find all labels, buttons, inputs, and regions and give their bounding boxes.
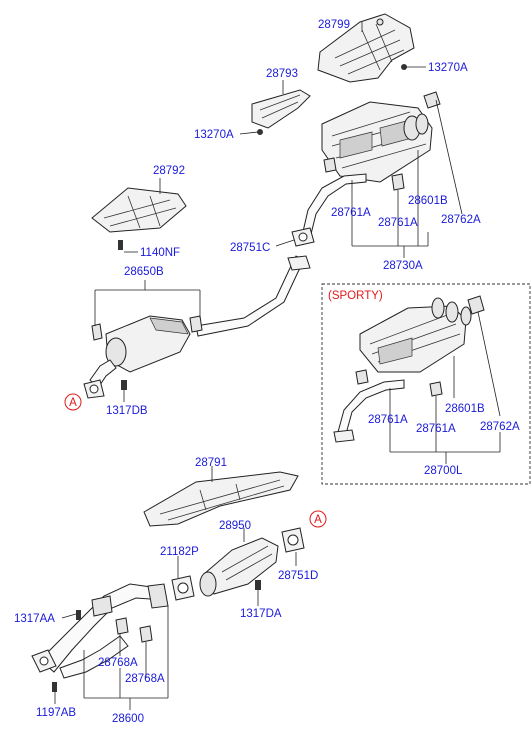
center-muffler-28650B [105,315,191,373]
label-28601B-main: 28601B [408,195,448,207]
sporty-pipe [337,379,405,435]
nut-1317DB [121,380,127,390]
hanger-28768A-left [115,617,129,635]
label-21182P: 21182P [160,546,199,558]
heat-shield-28793 [251,89,311,129]
hanger-sporty-28762A [467,295,485,315]
bolt-1317AA [76,610,81,620]
label-28792: 28792 [153,165,185,177]
label-28762A-main: 28762A [441,214,481,226]
tail-pipe-front [301,173,367,239]
front-pipe-28600 [31,583,169,679]
hanger-sporty-right [429,381,443,397]
reference-marker-a-upper-text: A [69,397,77,409]
label-28650B: 28650B [124,266,164,278]
label-28601B-sporty: 28601B [445,403,485,415]
hanger-center-left [91,323,103,341]
hanger-28761A-main-right [391,173,405,191]
gasket-28751D [281,527,305,553]
reference-marker-a-lower-text: A [314,514,322,526]
label-28600: 28600 [112,713,144,725]
label-28799: 28799 [318,19,350,31]
label-28768A-1: 28768A [98,657,138,669]
reference-marker-a-lower: A [309,510,327,528]
heat-shield-28792 [91,187,187,233]
label-28761A-main-1: 28761A [331,207,371,219]
label-1317AA: 1317AA [14,613,55,625]
label-28768A-2: 28768A [125,673,165,685]
label-13270A-left: 13270A [194,129,234,141]
label-sporty: (SPORTY) [328,290,383,302]
heat-shield-28799 [317,13,415,83]
rear-muffler-28730A [321,101,433,183]
sporty-muffler-28700L [359,297,472,373]
label-28730A: 28730A [383,260,423,272]
gasket-28751C [291,227,315,247]
label-13270A-top: 13270A [428,62,468,74]
label-28950: 28950 [219,520,251,532]
label-28751C: 28751C [230,242,270,254]
hanger-sporty-left [355,369,369,385]
label-28762A-sporty: 28762A [480,421,520,433]
label-28761A-sporty-2: 28761A [416,423,456,435]
nut-1317DA [255,580,261,590]
center-pipe [195,255,305,337]
bolt-1197AB [52,682,57,692]
hanger-28768A-right [139,625,153,643]
hanger-28761A-main-left [323,157,337,173]
flange-center-front [83,379,105,399]
label-28700L: 28700L [424,465,463,477]
heat-shield-28791 [143,471,299,527]
label-28751D: 28751D [278,570,318,582]
sporty-flange [333,429,355,443]
hanger-center-right [189,315,203,333]
label-1197AB: 1197AB [36,707,76,719]
label-1140NF: 1140NF [140,247,180,259]
sporty-variant-box [321,283,531,485]
label-28761A-sporty-1: 28761A [368,414,408,426]
label-28761A-main-2: 28761A [378,217,418,229]
reference-marker-a-upper: A [64,393,82,411]
bolt-1140NF [118,240,123,250]
label-28791: 28791 [195,457,227,469]
hanger-28762A-main [423,91,441,109]
label-1317DB: 1317DB [106,405,148,417]
bolt-13270A-left [257,129,263,135]
label-1317DA: 1317DA [240,608,282,620]
catalytic-converter-28950 [199,537,279,597]
flange-center-rear [287,255,311,271]
gasket-21182P [171,575,195,601]
label-28793: 28793 [266,68,298,80]
